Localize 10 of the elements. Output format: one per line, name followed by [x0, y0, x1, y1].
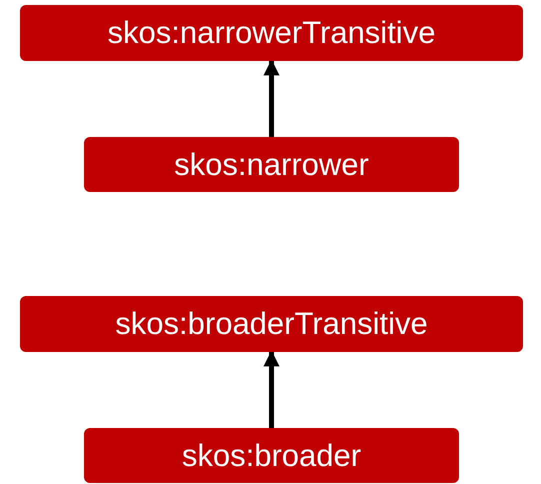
- label-box: [84, 428, 459, 483]
- label-box: [20, 296, 523, 352]
- arrow: [264, 350, 280, 428]
- label-box: [20, 5, 523, 61]
- node-label: skos:broaderTransitive: [115, 306, 428, 342]
- label-box: [84, 137, 459, 192]
- arrow: [264, 59, 280, 137]
- node-label: skos:narrowerTransitive: [108, 15, 436, 51]
- node-label: skos:narrower: [174, 146, 369, 182]
- node-label: skos:broader: [182, 438, 362, 474]
